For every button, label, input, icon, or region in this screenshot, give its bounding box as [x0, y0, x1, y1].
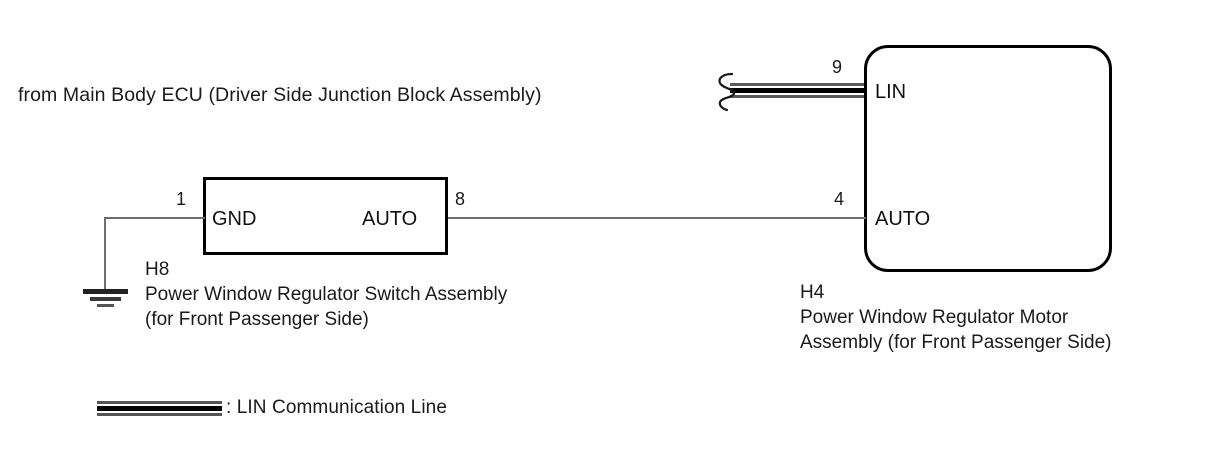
component-box-h4 [864, 45, 1112, 272]
wire-break-squiggle-icon [718, 72, 736, 112]
component-box-h8 [203, 177, 448, 255]
component-name-h4-line2: Assembly (for Front Passenger Side) [800, 332, 1112, 353]
ground-bar-3 [97, 304, 114, 307]
component-code-h8: H8 [145, 259, 170, 280]
lin-line-stripe-bottom [730, 95, 866, 98]
ground-bar-1 [83, 289, 128, 294]
legend-lin-line-symbol [97, 401, 222, 416]
wire-h8-auto-to-h4-auto [448, 217, 866, 219]
lin-communication-line [730, 83, 866, 98]
terminal-label-gnd: GND [212, 208, 257, 230]
pin-number-4: 4 [834, 189, 845, 209]
wire-h8-gnd-horizontal [104, 217, 205, 219]
terminal-label-auto-h4: AUTO [875, 208, 931, 230]
wire-h8-gnd-vertical [104, 217, 106, 291]
component-name-h8-line1: Power Window Regulator Switch Assembly [145, 284, 508, 305]
pin-number-9: 9 [832, 57, 843, 77]
terminal-label-auto-h8: AUTO [362, 208, 418, 230]
lin-line-stripe-middle [730, 88, 866, 93]
ground-bar-2 [90, 297, 121, 301]
component-name-h8-line2: (for Front Passenger Side) [145, 309, 369, 330]
legend-label: : LIN Communication Line [226, 397, 448, 418]
pin-number-1: 1 [176, 189, 187, 209]
pin-number-8: 8 [455, 189, 466, 209]
legend-stripe-top [97, 401, 222, 404]
source-note-label: from Main Body ECU (Driver Side Junction… [18, 84, 542, 106]
legend-stripe-middle [97, 406, 222, 411]
terminal-label-lin: LIN [875, 81, 907, 103]
lin-line-stripe-top [730, 83, 866, 86]
legend-stripe-bottom [97, 413, 222, 416]
component-code-h4: H4 [800, 282, 825, 303]
component-name-h4-line1: Power Window Regulator Motor [800, 307, 1069, 328]
